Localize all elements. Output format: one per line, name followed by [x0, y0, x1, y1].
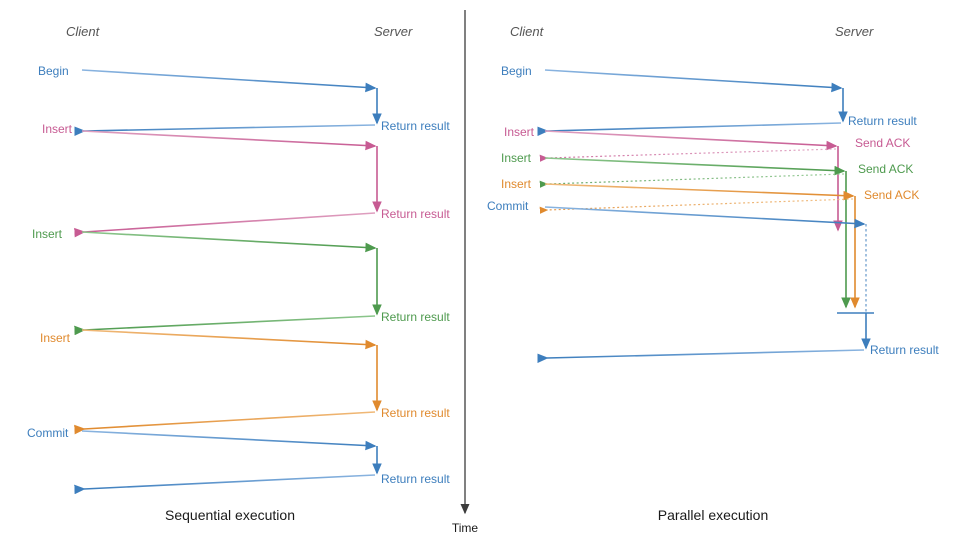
response-label-0: Return result [381, 119, 450, 133]
response-label-4: Return result [381, 472, 450, 486]
op-ack-arrow-0 [539, 148, 837, 162]
caption-sequential: Sequential execution [165, 507, 295, 523]
begin-response-arrow [537, 122, 842, 137]
op-ack-label-0: Send ACK [855, 136, 910, 150]
client-role-label-parallel: Client [510, 24, 545, 39]
server-role-label-parallel: Server [835, 24, 874, 39]
response-arrow-0 [74, 124, 376, 136]
op-ack-label-1: Send ACK [858, 162, 913, 176]
op-request-label-0: Insert [504, 125, 535, 139]
client-role-label-sequential: Client [66, 24, 101, 39]
begin-request-arrow [544, 69, 843, 93]
response-arrow-4 [74, 474, 376, 495]
request-label-2: Insert [32, 227, 63, 241]
commit-response-label: Return result [870, 343, 939, 357]
request-label-0: Begin [38, 64, 69, 78]
response-arrow-2 [74, 315, 376, 336]
response-arrow-3 [74, 411, 376, 435]
op-request-label-1: Insert [501, 151, 532, 165]
response-arrow-1 [74, 212, 376, 238]
time-axis-label: Time [452, 521, 479, 535]
request-label-3: Insert [40, 331, 71, 345]
server-role-label-sequential: Server [374, 24, 413, 39]
commit-response-arrow [537, 349, 865, 364]
request-arrow-0 [81, 69, 377, 93]
request-arrow-2 [81, 231, 377, 253]
op-ack-arrow-2 [539, 198, 854, 214]
request-arrow-4 [81, 430, 377, 451]
commit-request-arrow [544, 206, 866, 229]
response-label-3: Return result [381, 406, 450, 420]
response-label-2: Return result [381, 310, 450, 324]
op-request-label-2: Insert [501, 177, 532, 191]
request-arrow-1 [81, 130, 377, 151]
request-arrow-3 [81, 329, 377, 350]
begin-request-label: Begin [501, 64, 532, 78]
op-ack-label-2: Send ACK [864, 188, 919, 202]
response-label-1: Return result [381, 207, 450, 221]
op-request-arrow-1 [544, 157, 846, 176]
begin-response-label: Return result [848, 114, 917, 128]
op-request-arrow-2 [544, 183, 855, 201]
request-label-4: Commit [27, 426, 69, 440]
caption-parallel: Parallel execution [658, 507, 769, 523]
op-request-arrow-0 [544, 130, 838, 151]
request-label-1: Insert [42, 122, 73, 136]
commit-request-label: Commit [487, 199, 529, 213]
op-ack-arrow-1 [539, 173, 845, 188]
